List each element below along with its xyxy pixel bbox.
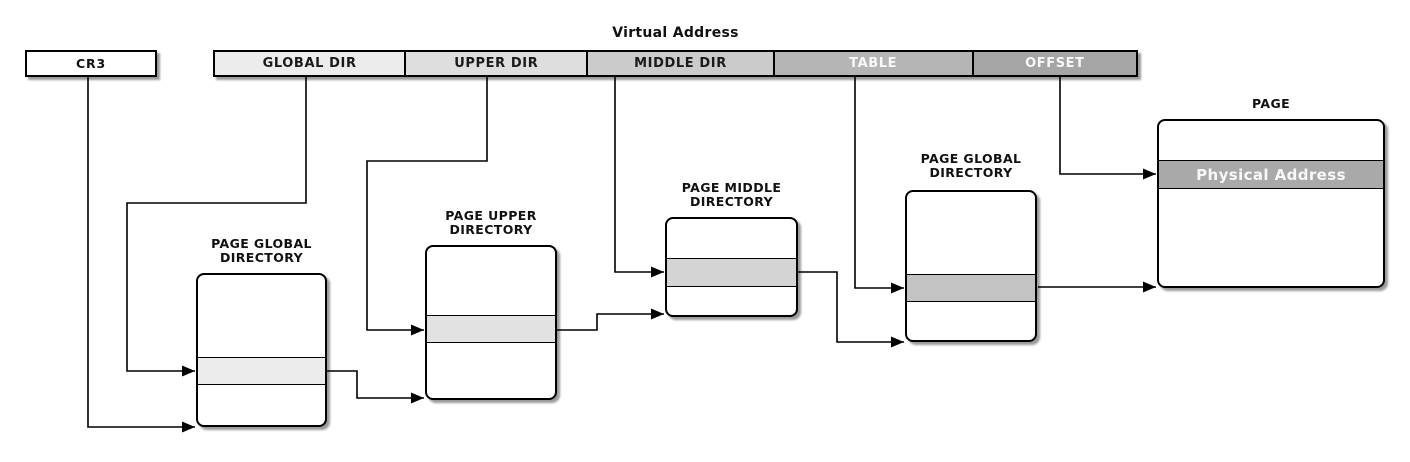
segment-upper-dir-label: UPPER DIR	[454, 56, 539, 71]
pud-box-title: PAGE UPPER DIRECTORY	[445, 208, 537, 237]
physical-address-label: Physical Address	[1196, 165, 1346, 184]
pmd-box	[665, 217, 798, 317]
pmd-to-page-table-connector	[798, 271, 904, 348]
page-table-selected-entry	[907, 274, 1035, 302]
diagram-title: Virtual Address	[612, 25, 739, 41]
segment-middle-dir-label: MIDDLE DIR	[634, 56, 727, 71]
cr3-to-pgd-connector	[87, 75, 195, 433]
page-table-box-title: PAGE GLOBAL DIRECTORY	[920, 151, 1022, 180]
pmd-selected-entry	[667, 258, 796, 287]
segment-upper-dir: UPPER DIR	[406, 52, 589, 75]
offset-to-page-connector	[1059, 77, 1156, 180]
pgd-selected-entry	[198, 357, 325, 385]
middle-dir-to-pmd-connector	[614, 77, 664, 278]
physical-address-band: Physical Address	[1159, 160, 1383, 189]
pgd-to-pud-connector	[327, 370, 424, 404]
pmd-box-title: PAGE MIDDLE DIRECTORY	[681, 180, 782, 209]
segment-table: TABLE	[774, 52, 974, 75]
segment-middle-dir: MIDDLE DIR	[588, 52, 775, 75]
page-table-box	[905, 190, 1037, 342]
cr3-register-box: CR3	[25, 50, 157, 77]
segment-global-dir: GLOBAL DIR	[215, 52, 407, 75]
segment-table-label: TABLE	[849, 56, 898, 71]
pud-box	[425, 245, 557, 400]
page-box: Physical Address	[1157, 119, 1385, 288]
pud-to-pmd-connector	[557, 308, 664, 331]
table-to-page-table-connector	[854, 77, 904, 294]
virtual-address-bar: GLOBAL DIR UPPER DIR MIDDLE DIR TABLE OF…	[213, 50, 1138, 77]
upper-dir-to-pud-connector	[366, 77, 488, 336]
cr3-label: CR3	[76, 56, 106, 71]
segment-offset: OFFSET	[973, 52, 1136, 75]
segment-global-dir-label: GLOBAL DIR	[262, 56, 357, 71]
segment-offset-label: OFFSET	[1025, 56, 1085, 71]
pud-selected-entry	[427, 315, 555, 343]
pgd-box-title: PAGE GLOBAL DIRECTORY	[211, 236, 312, 265]
global-dir-to-pgd-connector	[126, 77, 307, 377]
page-box-title: PAGE	[1251, 96, 1291, 111]
pgd-box	[196, 273, 327, 427]
